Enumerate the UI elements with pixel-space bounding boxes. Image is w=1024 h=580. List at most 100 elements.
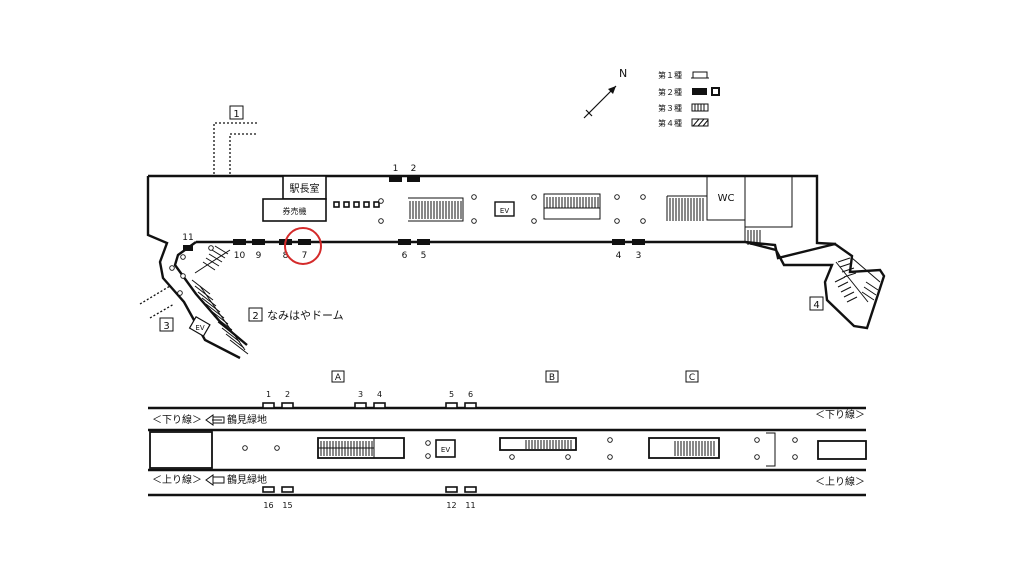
exit2-caption: なみはやドーム bbox=[267, 309, 344, 322]
station-master-label: 駅長室 bbox=[290, 182, 320, 195]
platform-board-label-2: 2 bbox=[285, 390, 290, 399]
concourse-board-10 bbox=[233, 239, 246, 245]
concourse-board-label-7: 7 bbox=[302, 251, 308, 261]
exit2-stairs bbox=[191, 245, 249, 355]
exit1-passage bbox=[213, 122, 258, 174]
car-c-box bbox=[685, 370, 699, 383]
concourse-board-label-2: 2 bbox=[411, 164, 417, 174]
concourse-board-1 bbox=[389, 176, 402, 182]
direction-up-arrow-icon bbox=[205, 474, 225, 486]
concourse-board-label-8: 8 bbox=[283, 251, 289, 261]
direction-down-left: ＜下り線＞ bbox=[152, 413, 202, 426]
legend: 第１種 第２種 第３種 第４種 bbox=[658, 70, 720, 128]
exit4-box bbox=[809, 296, 824, 311]
wc-label: WC bbox=[718, 193, 735, 204]
car-b-label: B bbox=[549, 373, 555, 383]
exit4-label: 4 bbox=[813, 300, 819, 311]
platform-ev-label: EV bbox=[441, 446, 450, 454]
direction-up-dest: 鶴見緑地 bbox=[227, 473, 267, 486]
concourse-inner-wall bbox=[173, 241, 248, 346]
ticket-machine-room bbox=[262, 198, 327, 222]
concourse-board-3 bbox=[632, 239, 645, 245]
platform-board-label-5: 5 bbox=[449, 390, 454, 399]
concourse-board-label-3: 3 bbox=[636, 251, 642, 261]
concourse-escalator-1 bbox=[408, 197, 464, 222]
direction-up-left: ＜上り線＞ bbox=[152, 473, 202, 486]
concourse-board-7 bbox=[298, 239, 311, 245]
platform-board-label-3: 3 bbox=[358, 390, 363, 399]
right-block bbox=[744, 176, 793, 242]
exit3-passage bbox=[139, 285, 175, 319]
exit-ev-label: EV bbox=[195, 324, 204, 332]
platform-board-label-6: 6 bbox=[468, 390, 473, 399]
platform-right-end-block bbox=[817, 440, 867, 460]
direction-up-right: ＜上り線＞ bbox=[815, 475, 865, 488]
platform-board-label-11: 11 bbox=[465, 501, 475, 510]
platform-board-label-12: 12 bbox=[446, 501, 456, 510]
concourse-board-label-10: 10 bbox=[234, 251, 246, 261]
concourse-board-6 bbox=[398, 239, 411, 245]
concourse-outer-wall-top bbox=[148, 174, 837, 246]
compass-label: N bbox=[619, 67, 627, 80]
right-corner-stairs bbox=[747, 230, 761, 245]
concourse-stairs-3 bbox=[666, 195, 707, 221]
exit3-box bbox=[159, 317, 174, 332]
highlight-circle bbox=[284, 227, 322, 265]
concourse-ev-label: EV bbox=[500, 207, 509, 215]
exit3-label: 3 bbox=[163, 321, 169, 332]
compass-tick bbox=[585, 109, 593, 117]
platform-escalator-a bbox=[317, 437, 405, 459]
exit4-stairs bbox=[834, 257, 881, 303]
platform-board-label-4: 4 bbox=[377, 390, 382, 399]
platform-board-label-16: 16 bbox=[263, 501, 273, 510]
platform-bracket bbox=[766, 432, 776, 467]
legend-type4-icon bbox=[691, 118, 709, 127]
platform-pillars bbox=[242, 437, 798, 460]
platform-left-end-block bbox=[149, 431, 213, 469]
car-a-box bbox=[331, 370, 345, 383]
concourse-board-11 bbox=[183, 245, 193, 251]
concourse-escalator-2 bbox=[543, 193, 601, 220]
concourse-map: 1 WC 駅長室 券売機 EV bbox=[139, 105, 886, 360]
legend-label-3: 第３種 bbox=[658, 103, 682, 113]
platform-board-label-15: 15 bbox=[282, 501, 292, 510]
platform-map: A B C 1 2 3 4 5 6 16 15 12 bbox=[148, 370, 867, 510]
exit1-label: 1 bbox=[233, 109, 239, 120]
platform-bottom-boards bbox=[262, 486, 477, 493]
direction-down-arrow-icon bbox=[205, 414, 225, 426]
legend-type2-box-icon bbox=[711, 87, 720, 96]
concourse-board-2 bbox=[407, 176, 420, 182]
car-b-box bbox=[545, 370, 559, 383]
compass: N bbox=[583, 67, 627, 119]
ticket-gates bbox=[333, 201, 380, 208]
exit-ev-box bbox=[188, 315, 211, 337]
platform-edges bbox=[148, 428, 866, 472]
platform-ev-box bbox=[435, 439, 456, 458]
car-a-label: A bbox=[335, 373, 342, 383]
concourse-board-label-4: 4 bbox=[616, 251, 622, 261]
exit2-box bbox=[248, 307, 263, 322]
direction-down-right: ＜下り線＞ bbox=[815, 408, 865, 421]
ticket-machine-label: 券売機 bbox=[283, 206, 307, 216]
concourse-board-label-6: 6 bbox=[402, 251, 408, 261]
concourse-board-5 bbox=[417, 239, 430, 245]
legend-type1-icon bbox=[691, 71, 709, 79]
legend-type2-icon bbox=[692, 88, 707, 95]
concourse-board-4 bbox=[612, 239, 625, 245]
concourse-board-9 bbox=[252, 239, 265, 245]
concourse-board-label-11: 11 bbox=[182, 233, 193, 243]
exit2-label: 2 bbox=[252, 311, 258, 322]
platform-top-boards bbox=[262, 402, 477, 409]
legend-label-2: 第２種 bbox=[658, 87, 682, 97]
wc-block bbox=[706, 176, 745, 221]
platform-board-label-1: 1 bbox=[266, 390, 271, 399]
platform-escalator-b bbox=[499, 437, 577, 451]
concourse-pillars bbox=[169, 194, 646, 296]
concourse-outer-wall-right bbox=[196, 240, 886, 330]
platform-escalator-c bbox=[648, 437, 720, 459]
car-c-label: C bbox=[689, 373, 695, 383]
legend-label-4: 第４種 bbox=[658, 118, 682, 128]
legend-label-1: 第１種 bbox=[658, 70, 682, 80]
